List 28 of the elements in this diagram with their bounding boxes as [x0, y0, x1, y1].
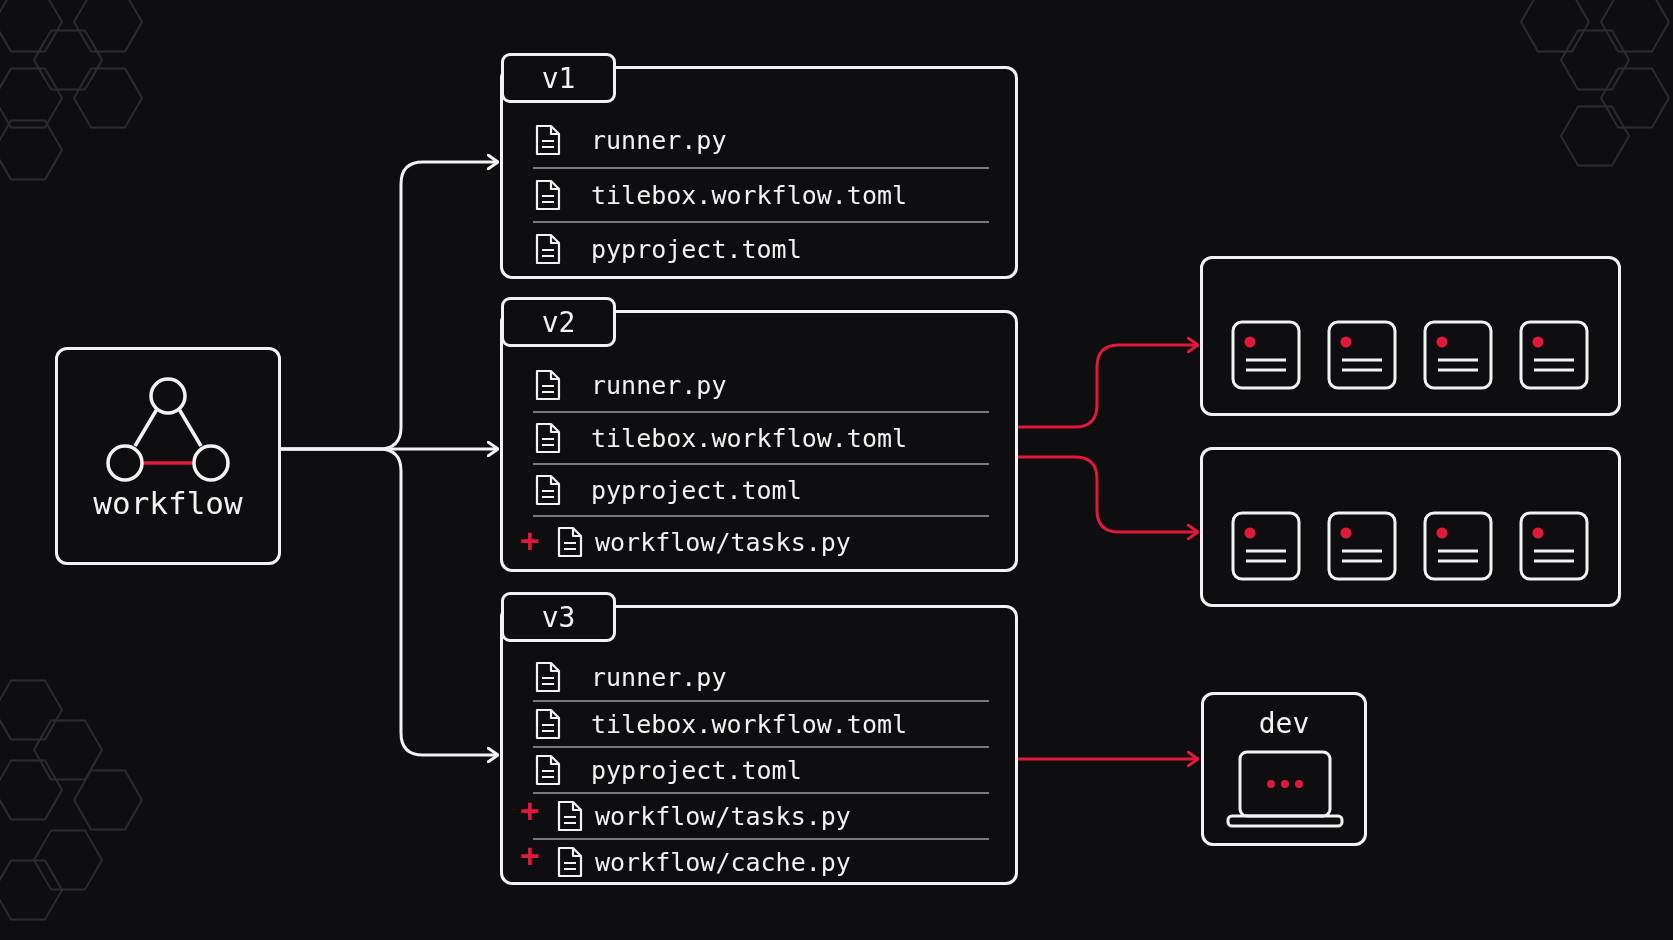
- version-tab: v3: [501, 592, 616, 642]
- file-name: pyproject.toml: [591, 234, 802, 264]
- arrow: [1018, 336, 1200, 429]
- added-mark: +: [520, 524, 540, 556]
- file-name: pyproject.toml: [591, 755, 802, 785]
- added-mark: +: [520, 839, 540, 871]
- file-name: workflow/cache.py: [595, 847, 851, 877]
- device-card: [1201, 692, 1367, 846]
- cloud-card: [1200, 447, 1621, 607]
- arrow: [1018, 455, 1200, 541]
- arrow: [1018, 750, 1200, 768]
- arrow: [281, 447, 500, 764]
- file-name: tilebox.workflow.toml: [591, 423, 908, 453]
- version-tab: v2: [501, 297, 616, 347]
- version-tab: v1: [501, 53, 616, 103]
- node-title: workflow: [92, 485, 244, 521]
- cloud-card: [1200, 256, 1621, 416]
- file-name: tilebox.workflow.toml: [591, 709, 908, 739]
- workflow-card: [55, 347, 281, 565]
- file-name: runner.py: [591, 370, 727, 400]
- file-name: tilebox.workflow.toml: [591, 180, 908, 210]
- added-mark: +: [520, 794, 540, 826]
- file-name: pyproject.toml: [591, 475, 802, 505]
- file-name: runner.py: [591, 125, 727, 155]
- file-name: workflow/tasks.py: [595, 527, 851, 557]
- file-name: runner.py: [591, 662, 727, 692]
- node-title: dev: [1257, 707, 1311, 740]
- file-name: workflow/tasks.py: [595, 801, 851, 831]
